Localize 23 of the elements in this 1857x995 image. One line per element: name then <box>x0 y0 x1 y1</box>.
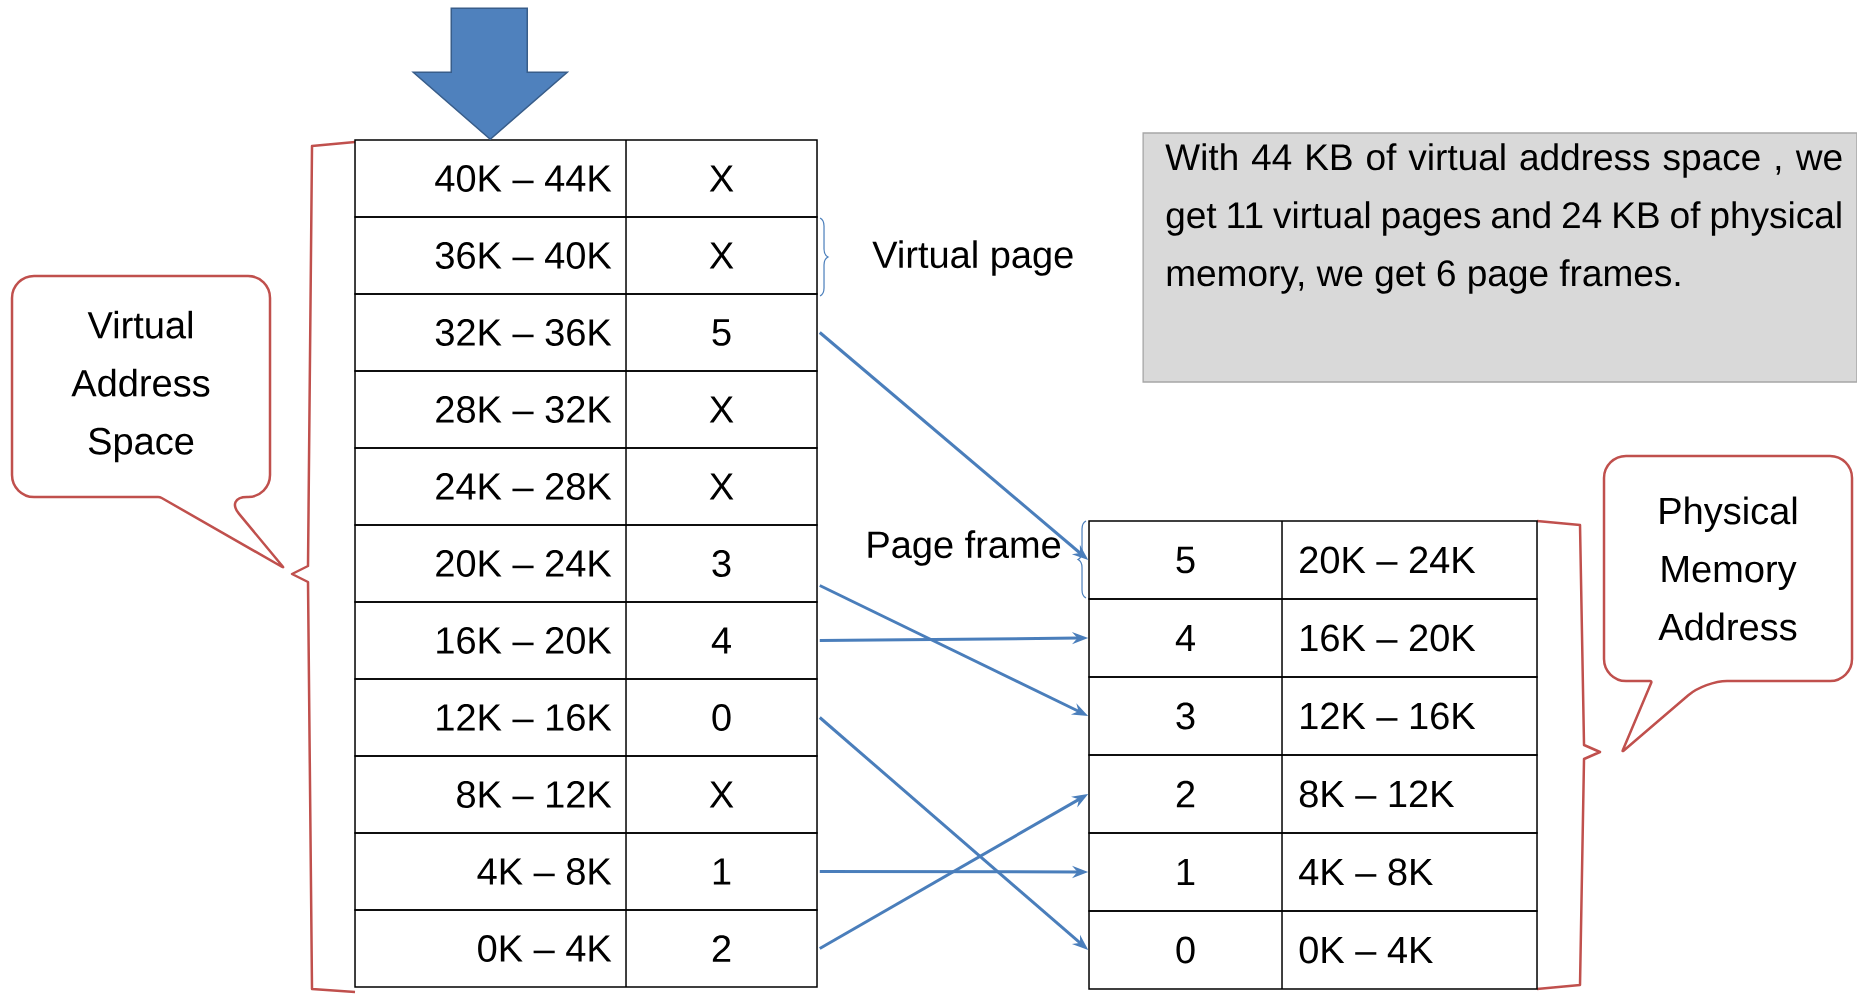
table-row: 28K – 32K X <box>354 370 818 449</box>
table-row: 2 8K – 12K <box>1088 754 1538 834</box>
table-row: 32K – 36K 5 <box>354 293 818 372</box>
block-arrow <box>411 7 570 141</box>
table-row: 0K – 4K 2 <box>354 909 818 988</box>
table-row: 40K – 44K X <box>354 139 818 218</box>
table-row: 20K – 24K 3 <box>354 524 818 603</box>
table-row: 16K – 20K 4 <box>354 601 818 680</box>
table-row: 24K – 28K X <box>354 447 818 526</box>
callout-box: Virtual Address Space <box>10 274 285 569</box>
callout-box: Physical Memory Address <box>1602 454 1854 753</box>
table-row: 3 12K – 16K <box>1088 676 1538 756</box>
info-box: With 44 KB of virtual address space , we get 11 virtual pages and 24 KB of physical memory, we get 6 page frames. <box>1142 132 1857 383</box>
table-row: 4 16K – 20K <box>1088 598 1538 678</box>
table-row: 4K – 8K 1 <box>354 832 818 911</box>
table-row: 1 4K – 8K <box>1088 832 1538 912</box>
table-row: 8K – 12K X <box>354 755 818 834</box>
label: Virtual page <box>872 240 1073 276</box>
table-row: 12K – 16K 0 <box>354 678 818 757</box>
label: Page frame <box>868 530 1061 566</box>
table-row: 0 0K – 4K <box>1088 910 1538 990</box>
table-row: 36K – 40K X <box>354 216 818 295</box>
table-row: 5 20K – 24K <box>1088 520 1538 600</box>
